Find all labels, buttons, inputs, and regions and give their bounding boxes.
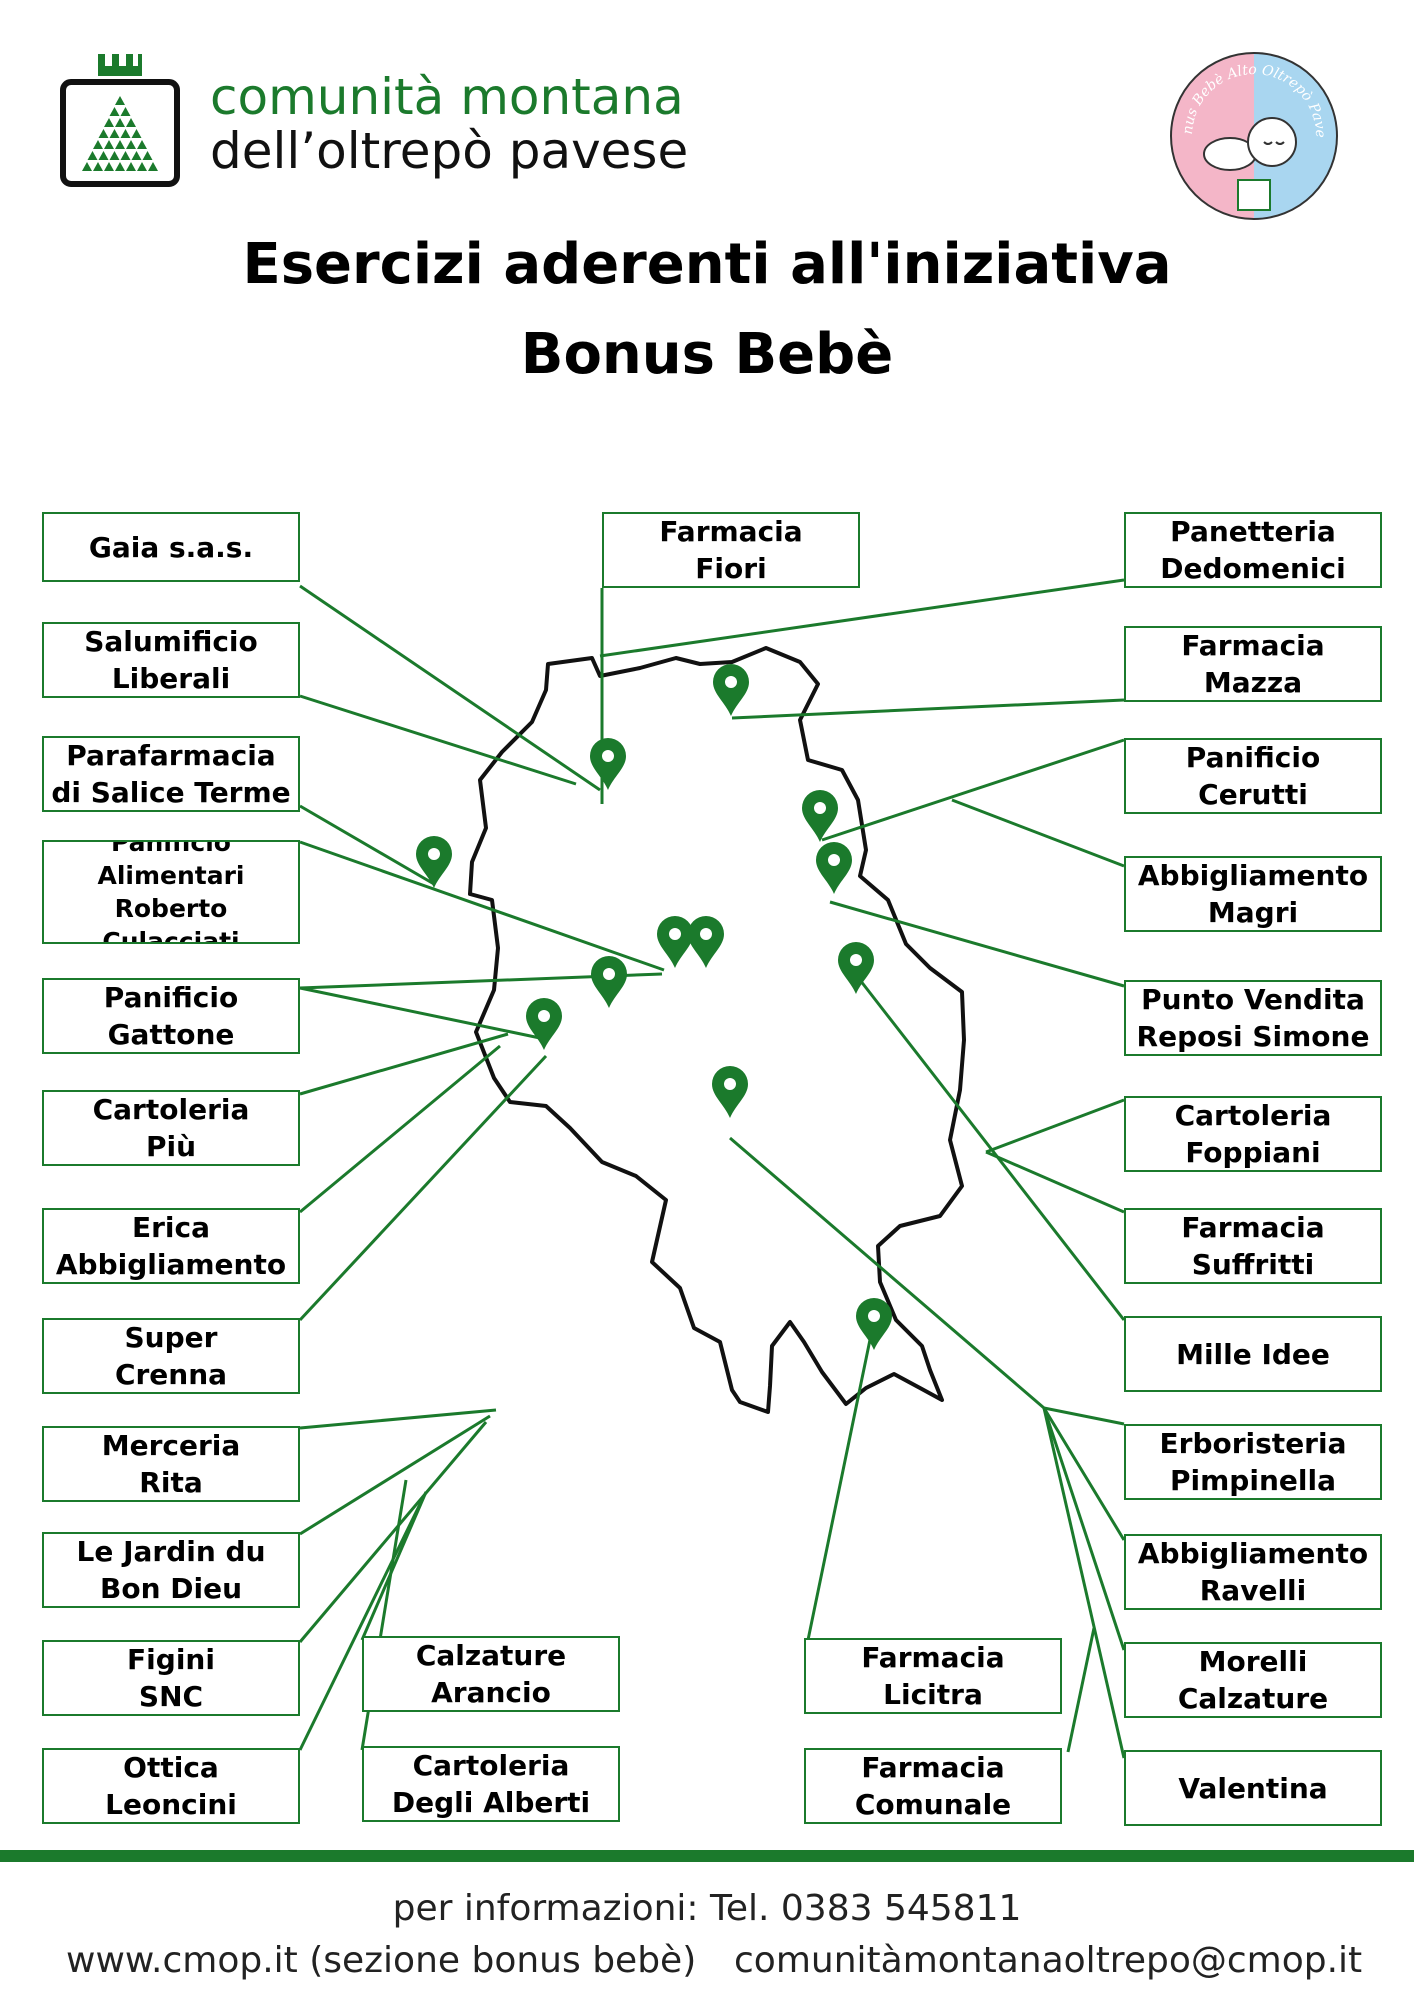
shop-box-farmacia-licitra: Farmacia Licitra	[804, 1638, 1062, 1714]
shop-box-cartoleria-alberti: Cartoleria Degli Alberti	[362, 1746, 620, 1822]
location-pin-icon	[816, 842, 852, 894]
connector-line	[985, 1098, 1125, 1154]
cmop-logo	[60, 54, 180, 187]
shop-box-mille-idee: Mille Idee	[1124, 1316, 1382, 1392]
location-pin-icon	[526, 998, 562, 1050]
shop-box-valentina: Valentina	[1124, 1750, 1382, 1826]
connector-line	[299, 584, 601, 792]
location-pin-icon	[856, 1298, 892, 1350]
location-pin-icon	[657, 916, 693, 968]
connector-line	[299, 1408, 497, 1430]
shop-box-panificio-culacciati: Panificio Alimentari Roberto Culacciati	[42, 840, 300, 944]
shop-box-farmacia-mazza: Farmacia Mazza	[1124, 626, 1382, 702]
connector-line	[829, 900, 1125, 988]
connector-line	[599, 578, 1125, 658]
crown-icon	[98, 54, 142, 76]
connector-line	[299, 1044, 501, 1214]
shop-box-erica-abbigliamento: Erica Abbigliamento	[42, 1208, 300, 1284]
footer-website-link[interactable]: www.cmop.it (sezione bonus bebè)	[66, 1940, 697, 1981]
footer-email-link[interactable]: comunitàmontanaoltrepo@cmop.it	[734, 1940, 1363, 1981]
tree-icon	[82, 96, 158, 171]
connector-line	[985, 1150, 1125, 1214]
shop-box-parafarmacia: Parafarmacia di Salice Terme	[42, 736, 300, 812]
page-title: Esercizi aderenti all'iniziativa	[242, 232, 1172, 297]
shop-box-farmacia-fiori: Farmacia Fiori	[602, 512, 860, 588]
location-pin-icon	[713, 664, 749, 716]
connector-line	[299, 1414, 491, 1536]
shop-box-super-crenna: Super Crenna	[42, 1318, 300, 1394]
bonus-bebe-badge: Bonus Bebè Alto Oltrepò Pavese	[1168, 50, 1338, 220]
shop-box-abbigliamento-ravelli: Abbigliamento Ravelli	[1124, 1534, 1382, 1610]
connector-line	[298, 1054, 548, 1322]
connector-line	[806, 1329, 874, 1641]
mini-logo-icon	[1237, 179, 1271, 211]
shop-box-reposi-simone: Punto Vendita Reposi Simone	[1124, 980, 1382, 1056]
shop-box-le-jardin: Le Jardin du Bon Dieu	[42, 1532, 300, 1608]
logo-line-2: dell’oltrepò pavese	[210, 122, 689, 180]
footer-phone: per informazioni: Tel. 0383 545811	[392, 1888, 1022, 1929]
shop-box-panetteria-dedomenici: Panetteria Dedomenici	[1124, 512, 1382, 588]
shop-box-calzature-arancio: Calzature Arancio	[362, 1636, 620, 1712]
location-pin-icon	[416, 836, 452, 888]
shop-box-panificio-cerutti: Panificio Cerutti	[1124, 738, 1382, 814]
connector-line	[731, 698, 1125, 720]
shop-box-cartoleria-piu: Cartoleria Più	[42, 1090, 300, 1166]
shop-box-farmacia-suffritti: Farmacia Suffritti	[1124, 1208, 1382, 1284]
location-pin-icon	[802, 790, 838, 842]
connector-line	[1042, 1407, 1126, 1541]
shop-box-erboristeria-pimpinella: Erboristeria Pimpinella	[1124, 1424, 1382, 1500]
shop-box-morelli-calzature: Morelli Calzature	[1124, 1642, 1382, 1718]
shop-box-cartoleria-foppiani: Cartoleria Foppiani	[1124, 1096, 1382, 1172]
logo-text: comunità montana dell’oltrepò pavese	[210, 70, 688, 178]
connector-line	[299, 804, 435, 886]
connector-line	[299, 840, 665, 972]
shop-box-farmacia-comunale: Farmacia Comunale	[804, 1748, 1062, 1824]
shop-box-panificio-gattone: Panificio Gattone	[42, 978, 300, 1054]
page-subtitle: Bonus Bebè	[520, 322, 894, 387]
connector-line	[951, 798, 1125, 868]
footer-divider	[0, 1850, 1414, 1862]
location-pins	[416, 664, 892, 1350]
territory-outline	[468, 646, 966, 1414]
shop-box-figini: Figini SNC	[42, 1640, 300, 1716]
connector-line	[1042, 1407, 1126, 1759]
location-pin-icon	[688, 916, 724, 968]
location-pin-icon	[591, 956, 627, 1008]
location-pin-icon	[838, 942, 874, 994]
connector-line	[1066, 1627, 1096, 1753]
shop-box-ottica-leoncini: Ottica Leoncini	[42, 1748, 300, 1824]
connector-line	[821, 738, 1125, 842]
shop-box-merceria-rita: Merceria Rita	[42, 1426, 300, 1502]
connector-line	[299, 1032, 509, 1096]
logo-line-1: comunità montana	[210, 68, 684, 126]
connector-lines	[298, 578, 1126, 1759]
connector-line	[298, 1421, 488, 1643]
connector-line	[298, 1499, 424, 1751]
connector-line	[858, 979, 1126, 1321]
connector-line	[729, 1136, 1045, 1410]
shop-box-gaia: Gaia s.a.s.	[42, 512, 300, 582]
location-pin-icon	[712, 1066, 748, 1118]
connector-line	[299, 986, 541, 1040]
connector-line	[1043, 1406, 1125, 1426]
shop-box-salumificio-liberali: Salumificio Liberali	[42, 622, 300, 698]
baby-icon	[1203, 117, 1297, 171]
connector-line	[1042, 1407, 1126, 1651]
connector-line	[299, 694, 577, 786]
connector-line	[360, 1491, 428, 1641]
location-pin-icon	[590, 738, 626, 790]
shop-box-abbigliamento-magri: Abbigliamento Magri	[1124, 856, 1382, 932]
